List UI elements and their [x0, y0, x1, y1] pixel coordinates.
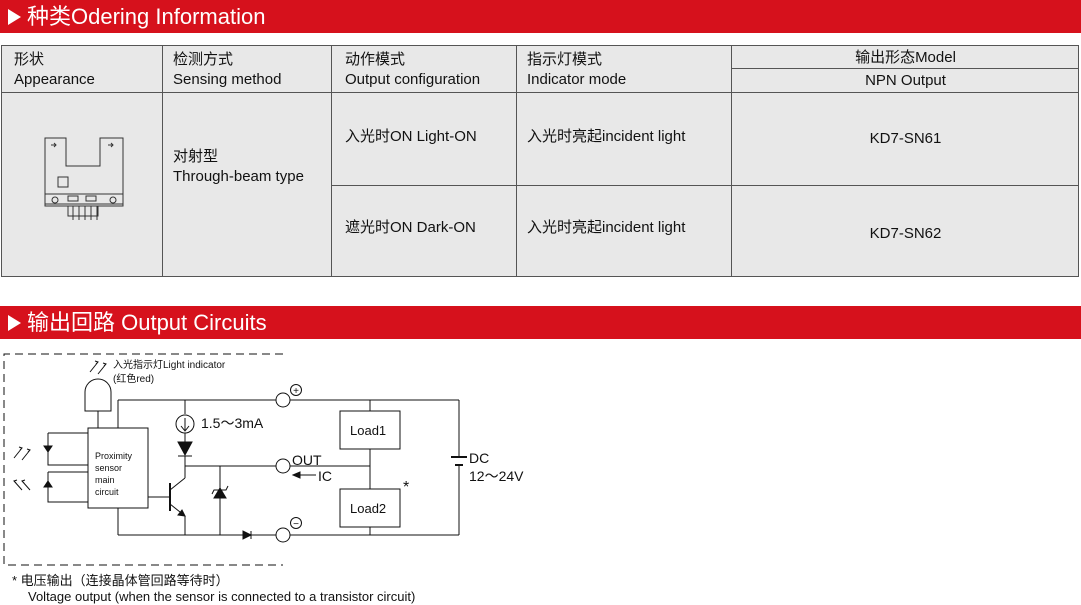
load2-box	[339, 488, 401, 528]
block-label-2: sensor	[95, 463, 122, 473]
column-divider	[162, 46, 163, 276]
circuits-section-title: 输出回路 Output Circuits	[27, 310, 267, 335]
header-model: 输出形态Model	[855, 49, 956, 66]
column-divider	[731, 46, 732, 276]
circuits-section-banner: 输出回路 Output Circuits	[0, 306, 1081, 339]
sensor-appearance-drawing	[44, 137, 124, 220]
light-indicator-label: 入光指示灯Light indicator	[113, 358, 226, 371]
load2-label: Load2	[350, 501, 386, 516]
header-appearance: 形状 Appearance	[14, 50, 95, 90]
header-output-cn: 动作模式	[345, 51, 406, 68]
header-output-en: Output configuration	[345, 71, 481, 88]
model-header-divider	[731, 68, 1079, 69]
minus-sign: −	[293, 519, 299, 530]
row1-indicator: 入光时亮起incident light	[527, 128, 686, 145]
current-label: 1.5～3mA	[201, 415, 264, 431]
footnote-en: Voltage output (when the sensor is conne…	[28, 589, 416, 604]
sensor-enclosure	[3, 353, 283, 566]
voltage-label: 12～24V	[469, 468, 524, 484]
load1-label: Load1	[350, 423, 386, 438]
main-circuit-block	[87, 427, 149, 509]
row2-model: KD7-SN62	[869, 225, 942, 242]
terminal-plus	[275, 392, 291, 408]
header-indicator-en: Indicator mode	[527, 71, 627, 88]
header-sensing-cn: 检测方式	[173, 51, 234, 68]
block-label-4: circuit	[95, 487, 119, 497]
block-label-1: Proximity	[95, 451, 133, 461]
asterisk-mark: *	[403, 479, 409, 496]
sensing-type: 对射型 Through-beam type	[173, 147, 304, 187]
minus-sign-icon	[290, 517, 302, 529]
triangle-right-icon	[8, 315, 21, 331]
row2-output: 遮光时ON Dark-ON	[345, 219, 476, 236]
dc-label: DC	[469, 450, 489, 466]
row2-indicator: 入光时亮起incident light	[527, 219, 686, 236]
output-circuit-diagram: 入光指示灯Light indicator (红色red) 1.5～3mA Pro…	[3, 353, 524, 566]
triangle-right-icon	[8, 9, 21, 25]
column-divider	[331, 46, 332, 276]
block-label-3: main	[95, 475, 115, 485]
row-divider	[331, 185, 1078, 186]
row1-output: 入光时ON Light-ON	[345, 128, 477, 145]
sensing-type-cn: 对射型	[173, 148, 219, 165]
terminal-minus	[275, 527, 291, 543]
row1-model: KD7-SN61	[869, 130, 942, 147]
header-indicator-cn: 指示灯模式	[527, 51, 603, 68]
ic-label: IC	[318, 468, 332, 484]
terminal-out	[275, 458, 291, 474]
header-appearance-en: Appearance	[14, 71, 95, 88]
light-indicator-color: (红色red)	[113, 372, 154, 385]
led-icon	[84, 378, 112, 412]
header-appearance-cn: 形状	[14, 51, 45, 68]
header-sensing-method: 检测方式 Sensing method	[173, 50, 281, 90]
ordering-section-banner: 种类Odering Information	[0, 0, 1081, 33]
ordering-section-title: 种类Odering Information	[27, 4, 266, 29]
sensing-type-en: Through-beam type	[173, 168, 304, 185]
out-label: OUT	[292, 452, 322, 468]
footnote-cn: * 电压输出（连接晶体管回路等待时）	[12, 573, 229, 588]
ordering-table: 形状 Appearance 检测方式 Sensing method 动作模式 O…	[1, 45, 1079, 277]
column-divider	[516, 46, 517, 276]
header-model-sub: NPN Output	[865, 72, 946, 89]
header-output-configuration: 动作模式 Output configuration	[345, 50, 480, 90]
header-sensing-en: Sensing method	[173, 71, 282, 88]
plus-sign: +	[293, 386, 299, 397]
header-divider	[2, 92, 1078, 93]
plus-sign-icon	[290, 384, 302, 396]
header-indicator-mode: 指示灯模式 Indicator mode	[527, 50, 626, 90]
